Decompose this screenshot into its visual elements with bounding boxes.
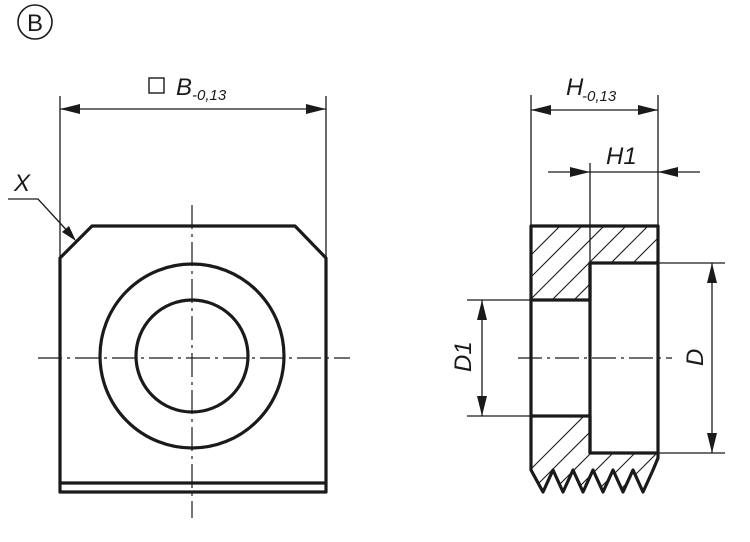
d1-arrow-bottom <box>477 396 487 416</box>
front-view: B -0,13 X <box>8 74 350 518</box>
h-dim-tolerance: -0,13 <box>582 88 617 105</box>
view-label-circle <box>17 4 53 40</box>
h1-arrow-left <box>570 167 590 177</box>
h-arrow-right <box>638 105 658 115</box>
hatch-top <box>531 226 658 300</box>
detail-leader-line <box>8 198 73 237</box>
d1-label: D1 <box>450 341 477 372</box>
hatch-bottom <box>531 416 658 492</box>
d-arrow-top <box>707 263 717 283</box>
h-dim-label: H <box>566 74 584 101</box>
view-label-badge: B <box>17 4 53 40</box>
width-arrow-right <box>306 104 326 114</box>
outer-circle <box>98 262 286 450</box>
h1-label: H1 <box>606 143 637 170</box>
bore-circle <box>134 298 250 414</box>
section-outline-top <box>529 224 660 302</box>
d-label: D <box>682 349 709 366</box>
width-arrow-left <box>60 104 80 114</box>
view-label: B <box>27 10 43 37</box>
width-dim-tolerance: -0,13 <box>192 87 227 104</box>
square-symbol <box>148 77 165 94</box>
h-arrow-left <box>531 105 551 115</box>
width-dim-label: B <box>176 74 192 101</box>
d1-arrow-top <box>477 300 487 320</box>
section-outline-bottom <box>529 414 660 494</box>
detail-leader-arrow <box>62 226 76 241</box>
section-view: H -0,13 H1 D1 D <box>450 74 725 494</box>
d-arrow-bottom <box>707 433 717 453</box>
detail-label-x: X <box>13 170 31 197</box>
h1-arrow-right <box>658 167 678 177</box>
